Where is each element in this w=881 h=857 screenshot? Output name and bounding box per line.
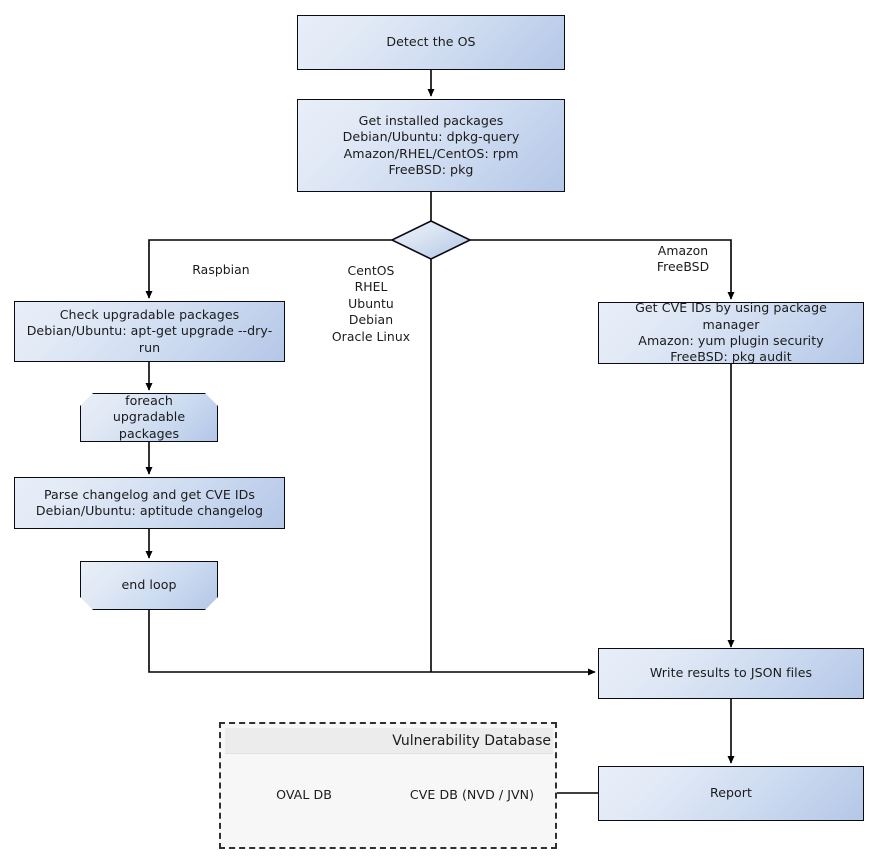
node-end-loop[interactable]: end loop	[80, 561, 218, 610]
node-check-upgradable-label: Check upgradable packages Debian/Ubuntu:…	[26, 306, 273, 355]
oval-db-label: OVAL DB	[276, 787, 332, 802]
edge-label-center-branch: CentOS RHEL Ubuntu Debian Oracle Linux	[331, 263, 411, 344]
end-loop-shape	[80, 561, 218, 610]
node-parse-changelog[interactable]: Parse changelog and get CVE IDs Debian/U…	[14, 477, 285, 529]
node-check-upgradable[interactable]: Check upgradable packages Debian/Ubuntu:…	[14, 301, 285, 362]
node-detect-os-label: Detect the OS	[386, 34, 476, 50]
node-detect-os[interactable]: Detect the OS	[297, 15, 565, 70]
vulnerability-database-title: Vulnerability Database	[225, 728, 553, 754]
node-write-results[interactable]: Write results to JSON files	[598, 648, 864, 699]
node-write-results-label: Write results to JSON files	[649, 665, 813, 681]
vulnerability-database-container: Vulnerability Database	[219, 722, 557, 849]
edge-endloop-to-write	[148, 610, 596, 676]
node-get-installed-packages-label: Get installed packages Debian/Ubuntu: dp…	[342, 112, 520, 177]
edge-label-amazon-freebsd: Amazon FreeBSD	[656, 243, 710, 275]
node-foreach-loop[interactable]: foreach upgradable packages	[80, 393, 218, 442]
node-report[interactable]: Report	[598, 766, 864, 821]
node-get-cve-ids-label: Get CVE IDs by using package manager Ama…	[635, 300, 827, 365]
cve-db-label: CVE DB (NVD / JVN)	[409, 787, 535, 802]
node-parse-changelog-label: Parse changelog and get CVE IDs Debian/U…	[35, 486, 264, 518]
foreach-loop-shape	[80, 393, 218, 442]
os-decision-diamond	[390, 220, 472, 260]
node-get-cve-ids[interactable]: Get CVE IDs by using package manager Ama…	[598, 300, 864, 365]
edge-label-raspbian: Raspbian	[192, 262, 250, 277]
edge-decision-to-raspbian	[145, 239, 400, 299]
edge-decision-to-amazon	[462, 239, 735, 300]
node-report-label: Report	[709, 785, 753, 801]
node-foreach-loop-label: foreach upgradable packages	[112, 392, 186, 441]
node-get-installed-packages[interactable]: Get installed packages Debian/Ubuntu: dp…	[297, 99, 565, 192]
node-end-loop-label: end loop	[121, 577, 177, 593]
